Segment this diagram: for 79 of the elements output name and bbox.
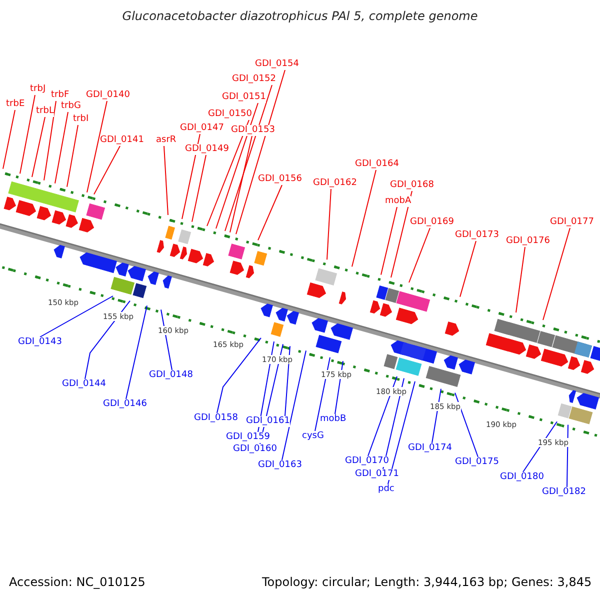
- leader-line: [352, 170, 376, 268]
- gene-label: cysG: [302, 431, 324, 442]
- gene-label: trbI: [73, 114, 89, 125]
- gene-label: GDI_0180: [500, 472, 544, 483]
- leader-line: [388, 380, 416, 484]
- gene-label: GDI_0170: [345, 456, 389, 467]
- gene-label: GDI_0144: [62, 379, 106, 390]
- gene-label: trbG: [61, 101, 81, 112]
- leader-line: [542, 228, 570, 320]
- gene-label: GDI_0153: [231, 125, 275, 136]
- leader-line: [206, 120, 250, 226]
- accession-text: Accession: NC_010125: [9, 575, 146, 589]
- gene-label: GDI_0169: [410, 217, 454, 228]
- gene-label: GDI_0141: [100, 135, 144, 146]
- gene-label: trbF: [51, 90, 70, 101]
- gene-label: GDI_0162: [313, 178, 357, 189]
- gene-label: trbE: [6, 99, 25, 110]
- leader-line: [216, 337, 262, 414]
- leader-line: [282, 350, 306, 460]
- gene-label: GDI_0154: [255, 59, 299, 70]
- leader-line: [258, 184, 282, 241]
- leader-line: [94, 146, 120, 195]
- leader-line: [126, 305, 148, 400]
- leader-line: [164, 146, 168, 216]
- gene-label: GDI_0150: [208, 109, 252, 120]
- leader-line: [182, 134, 200, 220]
- leader-line: [380, 206, 398, 276]
- gene-label: GDI_0140: [86, 90, 130, 101]
- gene-label: GDI_0148: [149, 370, 193, 381]
- gene-label: trbJ: [30, 84, 46, 95]
- leader-line: [516, 246, 526, 313]
- leader-line: [2, 110, 16, 170]
- gene-label: GDI_0146: [103, 399, 147, 410]
- gene-label: GDI_0147: [180, 123, 224, 134]
- gene-label: GDI_0182: [542, 487, 586, 498]
- leader-line: [284, 346, 290, 416]
- leader-line: [32, 116, 46, 178]
- leader-line: [160, 309, 172, 370]
- gene-label: GDI_0159: [226, 432, 270, 443]
- gene-label: GDI_0163: [258, 460, 302, 471]
- leader-line: [84, 300, 130, 380]
- gene-label: GDI_0177: [550, 217, 594, 228]
- leader-line: [390, 190, 412, 278]
- leader-line: [326, 188, 332, 260]
- gene-label: GDI_0161: [246, 416, 290, 427]
- leader-line: [236, 70, 286, 235]
- gene-label: GDI_0173: [455, 230, 499, 241]
- leader-line: [460, 240, 476, 298]
- leader-line: [230, 136, 252, 233]
- leader-line: [224, 84, 272, 232]
- gene-label: GDI_0176: [506, 236, 550, 247]
- leader-line: [408, 228, 430, 283]
- gene-label: GDI_0152: [232, 74, 276, 85]
- leader-line: [66, 124, 78, 188]
- gene-label: GDI_0175: [455, 457, 499, 468]
- gene-label: GDI_0174: [408, 443, 452, 454]
- gene-label: GDI_0149: [185, 144, 229, 155]
- leader-line: [192, 154, 206, 222]
- leader-line: [314, 356, 330, 432]
- leader-line: [44, 100, 56, 181]
- gene-label: trbL: [36, 106, 54, 117]
- gene-label: GDI_0160: [233, 444, 277, 455]
- leader-line: [40, 296, 114, 338]
- leader-line: [86, 100, 108, 193]
- leader-line: [54, 112, 68, 184]
- gene-label: GDI_0156: [258, 174, 302, 185]
- leader-line: [454, 392, 478, 458]
- gene-label: GDI_0143: [18, 337, 62, 348]
- leader-line: [216, 102, 258, 229]
- gene-label: mobA: [385, 196, 412, 207]
- leader-line: [20, 94, 36, 174]
- gene-label: GDI_0171: [355, 469, 399, 480]
- gene-label: GDI_0168: [390, 180, 434, 191]
- leader-line: [368, 376, 398, 456]
- gene-label: GDI_0164: [355, 159, 399, 170]
- gene-label: GDI_0151: [222, 92, 266, 103]
- gene-label: pdc: [378, 484, 394, 495]
- gene-label: GDI_0158: [194, 413, 238, 424]
- genome-info-text: Topology: circular; Length: 3,944,163 bp; Genes: 3,845: [262, 575, 592, 589]
